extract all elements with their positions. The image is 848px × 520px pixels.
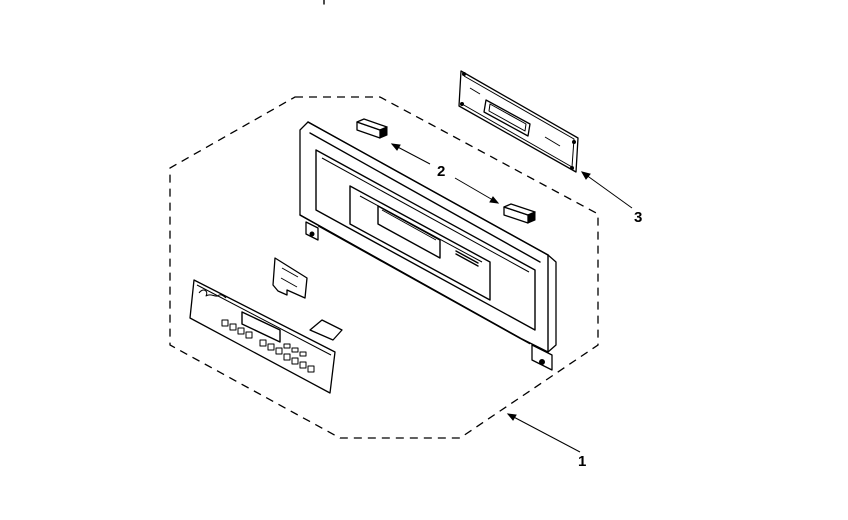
leader-2-lower	[454, 177, 499, 204]
leader-3	[581, 171, 633, 209]
clip-upper	[356, 118, 388, 139]
callout-3: 3	[634, 209, 642, 226]
keypad-buttons	[221, 319, 315, 373]
leader-3-arrow	[580, 171, 591, 180]
console-housing	[299, 121, 557, 371]
leader-1-arrow	[506, 413, 517, 421]
clip-lower	[503, 203, 536, 224]
leader-1	[507, 413, 581, 453]
control-board	[458, 70, 579, 173]
control-panel-overlay	[189, 279, 343, 394]
callout-2: 2	[437, 163, 445, 180]
insulator-bracket	[272, 257, 308, 299]
leader-2-upper-arrow	[390, 143, 401, 151]
leader-2-lower-arrow	[489, 196, 500, 204]
callout-1: 1	[578, 453, 586, 470]
